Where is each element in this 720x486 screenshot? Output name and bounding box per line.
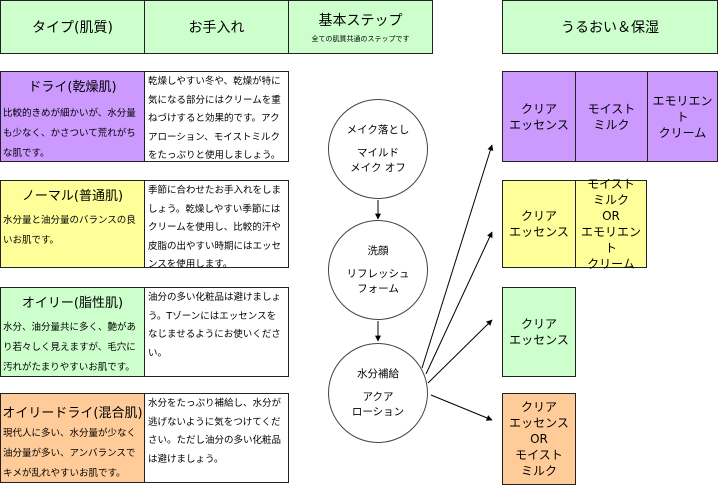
type-combination: オイリードライ(混合肌) 現代人に多い、水分量が少なく油分量が多い、アンバランス… [0, 393, 145, 483]
header-moisture: うるおい＆保湿 [502, 0, 718, 54]
care-oily: 油分の多い化粧品は避けましょう。Tゾーンにはエッセンスをなじませるようにお使いく… [144, 287, 289, 377]
step-face-wash: 洗顔 リフレッシュ フォーム [328, 220, 428, 320]
moisture-normal-essence: クリア エッセンス [502, 180, 576, 268]
type-normal-name: ノーマル(普通肌) [21, 189, 124, 204]
step-hydration: 水分補給 アクア ローション [328, 343, 428, 443]
type-oily-desc: 水分、油分量共に多く、艶があり若々しく見えますが、毛穴に汚れがたまりやすいお肌で… [3, 322, 137, 373]
type-oily: オイリー(脂性肌) 水分、油分量共に多く、艶があり若々しく見えますが、毛穴に汚れ… [0, 287, 145, 377]
step-face-wash-product: リフレッシュ フォーム [346, 267, 410, 295]
arrow-to-normal [425, 231, 493, 375]
moisture-dry-cream: エモリエント クリーム [647, 71, 718, 162]
header-type-label: タイプ(肌質) [32, 20, 113, 36]
header-steps-label: 基本ステップ [318, 13, 403, 29]
header-type: タイプ(肌質) [0, 0, 145, 54]
header-moisture-label: うるおい＆保湿 [561, 20, 659, 36]
type-normal-desc: 水分量と油分量のバランスの良いお肌です。 [3, 215, 136, 246]
care-combination: 水分をたっぷり補給し、水分が逃げないように気をつけてください。ただし油分の多い化… [144, 393, 289, 483]
moisture-dry-milk: モイスト ミルク [575, 71, 648, 162]
moisture-normal-milk-or-cream: モイスト ミルク OR エモリエント クリーム [575, 177, 647, 271]
type-dry-name: ドライ(乾燥肌) [28, 80, 117, 95]
arrow-to-oily [427, 319, 493, 384]
care-dry: 乾燥しやすい冬や、乾燥が特に気になる部分にはクリームを重ねづけすると効果的です。… [144, 71, 289, 162]
type-combination-name: オイリードライ(混合肌) [2, 406, 143, 421]
type-dry: ドライ(乾燥肌) 比較的きめが細かいが、水分量も少なく、かさついて荒れがちな肌で… [0, 71, 145, 162]
step-makeup-removal: メイク落とし マイルド メイク オフ [328, 99, 428, 199]
step-makeup-removal-product: マイルド メイク オフ [350, 146, 406, 174]
type-normal: ノーマル(普通肌) 水分量と油分量のバランスの良いお肌です。 [0, 180, 145, 268]
step-face-wash-title: 洗顔 [367, 244, 389, 257]
header-steps-note: 全ての肌質共通のステップです [311, 35, 410, 43]
arrow-to-combination [430, 394, 493, 421]
step-hydration-title: 水分補給 [357, 367, 399, 380]
header-care-label: お手入れ [188, 20, 245, 36]
type-oily-name: オイリー(脂性肌) [21, 296, 124, 311]
header-steps: 基本ステップ 全ての肌質共通のステップです [288, 0, 433, 54]
care-normal: 季節に合わせたお手入れをしましょう。乾燥しやすい季節にはクリームを使用し、比較的… [144, 180, 289, 270]
header-care: お手入れ [144, 0, 289, 54]
moisture-dry-essence: クリア エッセンス [502, 71, 576, 162]
arrow-to-dry [421, 144, 494, 369]
moisture-combination-essence-or-milk: クリア エッセンス OR モイスト ミルク [502, 393, 576, 485]
moisture-oily-essence: クリア エッセンス [502, 287, 576, 377]
step-hydration-product: アクア ローション [351, 390, 405, 418]
type-combination-desc: 現代人に多い、水分量が少なく油分量が多い、アンバランスでキメが乱れやすいお肌です… [3, 428, 137, 479]
step-makeup-removal-title: メイク落とし [346, 123, 410, 136]
type-dry-desc: 比較的きめが細かいが、水分量も少なく、かさついて荒れがちな肌です。 [3, 108, 136, 159]
